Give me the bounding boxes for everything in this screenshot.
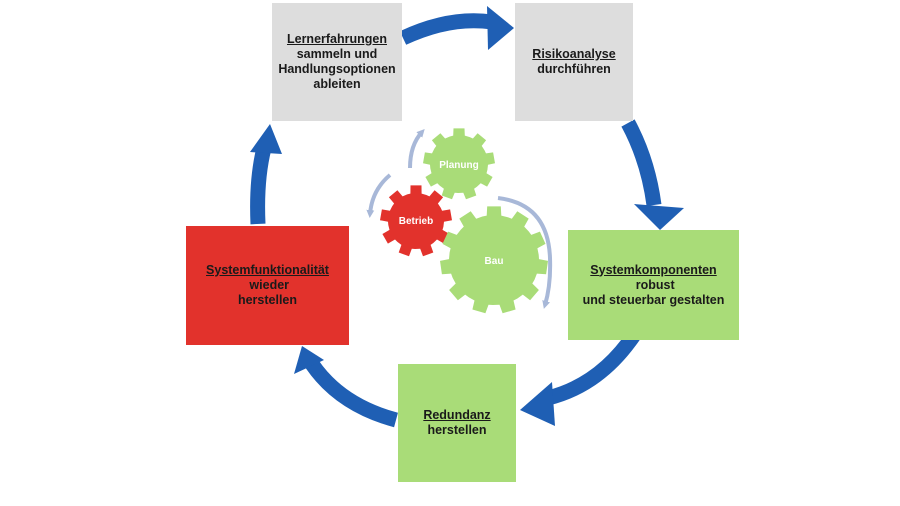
cycle-arrows (250, 6, 684, 428)
gear-bau-icon (440, 206, 548, 314)
step-systemfunktionalitaet-line2: herstellen (237, 293, 298, 307)
step-risikoanalyse-title: Risikoanalyse (532, 47, 616, 61)
gear-betrieb-icon (380, 185, 452, 257)
arrow-sys-to-red (546, 330, 641, 406)
arrow-lern-to-risk (399, 13, 494, 45)
gear-bau-label: Bau (485, 256, 504, 267)
inner-arrow-betrieb (366, 173, 392, 218)
arrowhead-lern-to-risk (487, 6, 514, 50)
arrow-fun-to-lern (250, 146, 272, 225)
gear-planung-label: Planung (439, 160, 478, 171)
step-systemkomponenten-line2: und steuerbar gestalten (582, 292, 725, 307)
gear-betrieb-label: Betrieb (399, 216, 433, 227)
step-systemkomponenten-line1: Systemkomponenten robust (574, 263, 733, 293)
step-lernerfahrungen-line4: ableiten (313, 77, 361, 91)
step-lernerfahrungen: Lernerfahrungen sammeln und Handlungsopt… (272, 3, 402, 121)
gear-planung: Planung (423, 128, 495, 200)
arrow-red-to-fun (305, 359, 399, 428)
gear-betrieb: Betrieb (380, 185, 452, 257)
arrowhead-fun-to-lern (250, 124, 282, 154)
step-redundanz-line2: herstellen (427, 423, 487, 437)
arrowhead-sys-to-red (520, 382, 555, 426)
arrowhead-red-to-fun (294, 346, 324, 374)
step-redundanz-title: Redundanz (423, 408, 491, 422)
step-redundanz: Redundanz herstellen (398, 364, 516, 482)
step-lernerfahrungen-line3: Handlungsoptionen (278, 62, 396, 76)
step-systemfunktionalitaet-line1: Systemfunktionalität wieder (192, 263, 343, 293)
step-systemkomponenten-title: Systemkomponenten (590, 262, 717, 277)
step-systemfunktionalitaet-title: Systemfunktionalität (206, 263, 329, 277)
step-risikoanalyse-line2: durchführen (537, 62, 611, 76)
step-risikoanalyse: Risikoanalyse durchführen (515, 3, 633, 121)
inner-arrows (366, 129, 553, 309)
inner-arrow-bau (497, 196, 553, 309)
step-systemkomponenten: Systemkomponenten robust und steuerbar g… (568, 230, 739, 340)
step-systemfunktionalitaet: Systemfunktionalität wieder herstellen (186, 226, 349, 345)
gear-planung-icon (423, 128, 495, 200)
step-lernerfahrungen-title: Lernerfahrungen (286, 32, 387, 46)
inner-arrow-planung (408, 129, 425, 169)
step-lernerfahrungen-line2: sammeln und (296, 47, 378, 61)
arrow-risk-to-sys (621, 119, 662, 207)
gear-bau: Bau (440, 206, 548, 314)
step-systemkomponenten-rest: robust (632, 277, 675, 292)
arrowhead-risk-to-sys (634, 204, 684, 230)
step-systemfunktionalitaet-rest: wieder (245, 278, 290, 292)
